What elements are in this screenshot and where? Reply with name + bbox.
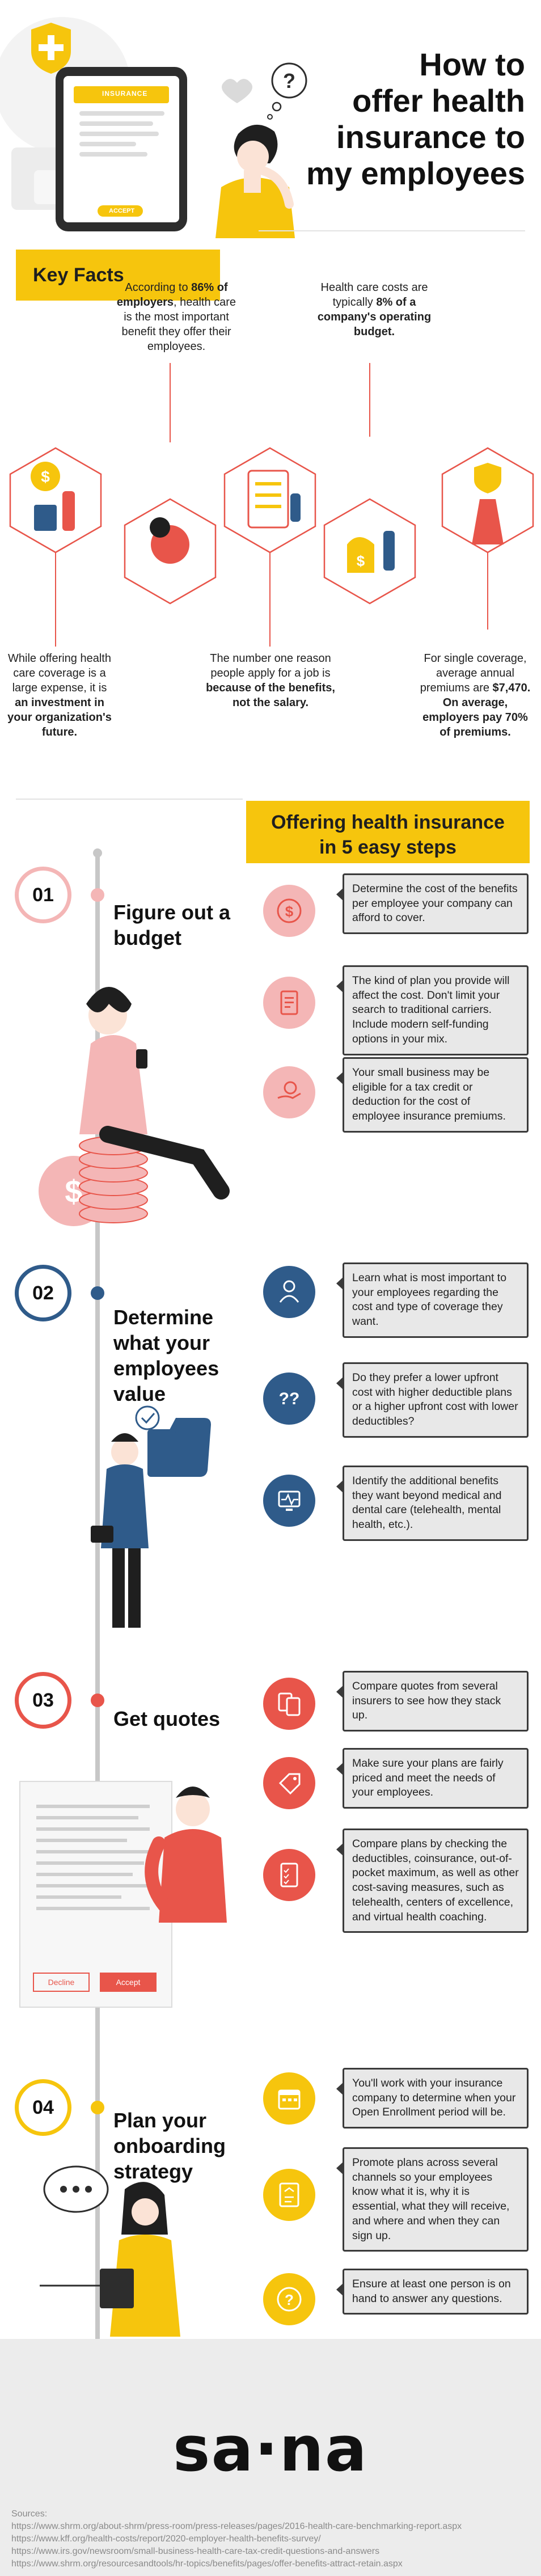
step-2-people-icon xyxy=(263,1266,315,1318)
step-4-tip-3: Ensure at least one person is on hand to… xyxy=(336,2269,529,2315)
fact-employers: According to 86% of employers, health ca… xyxy=(116,281,236,353)
step-4-dot xyxy=(91,2101,104,2114)
step-2-question-icon: ?? xyxy=(263,1373,315,1425)
svg-text:?: ? xyxy=(283,69,295,92)
facts-hexagon-row: $ $ xyxy=(9,363,534,647)
key-facts-banner: Key Facts xyxy=(16,250,220,301)
step-2-illustration xyxy=(91,1405,211,1628)
svg-text:$: $ xyxy=(357,552,365,569)
page-title-line-2: offer health xyxy=(352,83,525,119)
step-4-title: Plan your onboarding strategy xyxy=(113,2109,226,2183)
page-title-line-4: my employees xyxy=(306,155,525,191)
step-1-illustration: $ xyxy=(39,987,230,1226)
step-3-tip-3: Compare plans by checking the deductible… xyxy=(336,1828,529,1933)
step-3-tip-2: Make sure your plans are fairly priced a… xyxy=(336,1748,529,1809)
step-3-number: 03 xyxy=(15,1672,71,1729)
page-title-line-1: How to xyxy=(419,47,525,82)
step-4-calendar-icon xyxy=(263,2072,315,2125)
step-2-tip-1: Learn what is most important to your emp… xyxy=(336,1262,529,1338)
svg-text:??: ?? xyxy=(279,1390,300,1408)
header-illustration: ? xyxy=(0,17,525,238)
svg-text:?: ? xyxy=(285,2291,294,2308)
step-3-person-illustration xyxy=(145,1787,227,1923)
step-1-title: Figure out a budget xyxy=(113,901,230,949)
step-4-tip-1: You'll work with your insurance company … xyxy=(336,2068,529,2129)
decline-button[interactable]: Decline xyxy=(33,1973,90,1992)
timeline-start-dot xyxy=(93,848,102,858)
step-2-tip-2: Do they prefer a lower upfront cost with… xyxy=(336,1362,529,1438)
step-4-question-icon: ? xyxy=(263,2273,315,2325)
fact-investment: While offering health care coverage is a… xyxy=(7,652,112,738)
step-3-compare-icon xyxy=(263,1678,315,1730)
quote-document: Decline Accept xyxy=(19,1781,172,2008)
fact-operating-budget: Health care costs are typically 8% of a … xyxy=(317,281,432,338)
sana-logo: sa·na xyxy=(172,2413,369,2485)
sources-label: Sources: xyxy=(11,2509,48,2519)
footer: sa·na Sources: https://www.shrm.org/abou… xyxy=(0,2339,541,2576)
step-2-telehealth-icon xyxy=(263,1475,315,1527)
step-1-tip-2: The kind of plan you provide will affect… xyxy=(336,965,529,1055)
step-1-tip-3: Your small business may be eligible for … xyxy=(336,1057,529,1133)
step-1-dot xyxy=(91,888,104,902)
step-3-dot xyxy=(91,1694,104,1707)
svg-text:$: $ xyxy=(285,903,294,920)
source-link-4[interactable]: https://www.shrm.org/resourcesandtools/h… xyxy=(11,2559,403,2569)
step-1-document-icon xyxy=(263,977,315,1029)
accept-card-label: ACCEPT xyxy=(109,208,135,214)
step-4-promote-icon xyxy=(263,2169,315,2221)
svg-text:$: $ xyxy=(41,468,50,485)
source-link-2[interactable]: https://www.kff.org/health-costs/report/… xyxy=(11,2534,321,2544)
step-1-number: 01 xyxy=(15,867,71,923)
step-1-tax-hand-icon xyxy=(263,1066,315,1118)
steps-banner: Offering health insurance in 5 easy step… xyxy=(246,801,530,863)
step-3-tip-1: Compare quotes from several insurers to … xyxy=(336,1671,529,1732)
header: ? How to offer health insurance to my em… xyxy=(0,0,541,250)
step-3-price-tag-icon xyxy=(263,1757,315,1809)
source-link-1[interactable]: https://www.shrm.org/about-shrm/press-ro… xyxy=(11,2522,462,2531)
step-4-illustration xyxy=(40,2165,180,2337)
svg-text:$: $ xyxy=(65,1173,82,1209)
step-2-number: 02 xyxy=(15,1265,71,1321)
step-1-tip-1: Determine the cost of the benefits per e… xyxy=(336,873,529,935)
steps-timeline xyxy=(95,851,100,2348)
steps-banner-line-2: in 5 easy steps xyxy=(319,837,457,859)
section-divider xyxy=(16,799,243,800)
step-2-dot xyxy=(91,1286,104,1300)
fact-benefits-not-salary: The number one reason people apply for a… xyxy=(206,652,335,709)
step-3-title: Get quotes xyxy=(113,1707,221,1730)
steps-banner-line-1: Offering health insurance xyxy=(271,812,505,833)
fact-premiums: For single coverage, average annual prem… xyxy=(420,652,531,738)
step-3-checklist-icon xyxy=(263,1849,315,1901)
step-4-number: 04 xyxy=(15,2079,71,2136)
page-title-line-3: insurance to xyxy=(336,119,525,155)
insurance-card-label: INSURANCE xyxy=(102,90,148,98)
step-4-tip-2: Promote plans across several channels so… xyxy=(336,2147,529,2252)
step-1-budget-icon: $ xyxy=(263,885,315,937)
accept-button[interactable]: Accept xyxy=(100,1973,157,1992)
step-2-tip-3: Identify the additional benefits they wa… xyxy=(336,1466,529,1541)
step-2-title: Determine what your employees value xyxy=(113,1306,219,1405)
source-link-3[interactable]: https://www.irs.gov/newsroom/small-busin… xyxy=(11,2547,380,2556)
